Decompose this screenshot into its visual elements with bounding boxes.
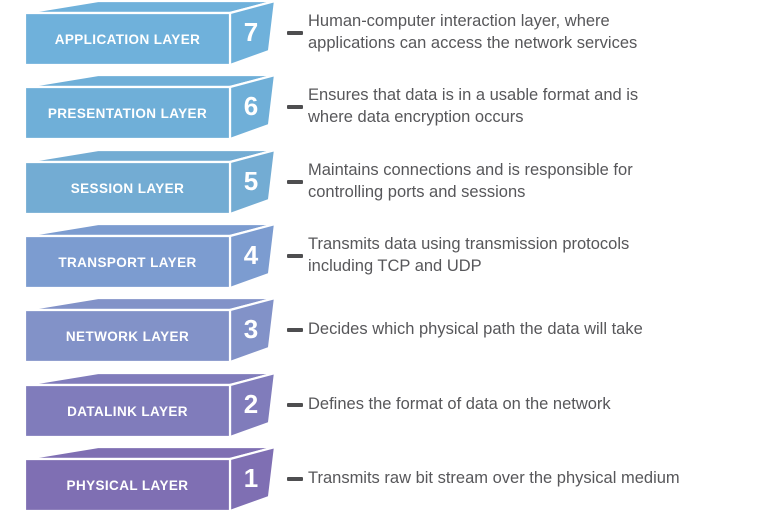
box-front-face: [25, 11, 232, 67]
layer-box-graphic: [25, 224, 277, 290]
layer-row: PRESENTATION LAYER 6 Ensures that data i…: [0, 75, 784, 141]
layer-box-graphic: [25, 298, 277, 364]
layer-number: 5: [243, 165, 259, 196]
layer-number: 7: [243, 16, 259, 47]
layer-number: 6: [243, 90, 259, 121]
layer-row: TRANSPORT LAYER 4 Transmits data using t…: [0, 224, 784, 290]
layer-number: 2: [243, 388, 259, 419]
box-front-face: [25, 160, 232, 216]
layer-label: PRESENTATION LAYER: [47, 105, 208, 121]
layer-row: NETWORK LAYER 3 Decides which physical p…: [0, 298, 784, 364]
layer-description: Transmits data using transmission protoc…: [308, 235, 630, 275]
layer-number: 4: [243, 239, 259, 270]
dash-connector: [287, 105, 303, 109]
box-front-face: [25, 234, 232, 290]
layer-description: Decides which physical path the data wil…: [308, 319, 643, 338]
layer-number: 1: [243, 462, 259, 493]
layer-row: DATALINK LAYER 2 Defines the format of d…: [0, 373, 784, 439]
box-front-face: [25, 308, 232, 364]
layer-box-graphic: [25, 1, 277, 67]
dash-connector: [287, 403, 303, 407]
layer-row: SESSION LAYER 5 Maintains connections an…: [0, 150, 784, 216]
layer-box-graphic: [25, 373, 277, 439]
layer-label: DATALINK LAYER: [67, 403, 188, 419]
layer-box-graphic: [25, 75, 277, 141]
layer-box-graphic: [25, 150, 277, 216]
box-front-face: [25, 85, 232, 141]
layer-label: APPLICATION LAYER: [54, 31, 201, 47]
layer-description: Maintains connections and is responsible…: [308, 161, 633, 201]
dash-connector: [287, 328, 303, 332]
layer-description: Transmits raw bit stream over the physic…: [308, 468, 680, 487]
layer-description: Human-computer interaction layer, where …: [308, 12, 638, 52]
dash-connector: [287, 31, 303, 35]
layer-description: Ensures that data is in a usable format …: [308, 86, 639, 126]
box-front-face: [25, 383, 232, 439]
dash-connector: [287, 477, 303, 481]
layer-number: 3: [243, 313, 259, 344]
layer-label: SESSION LAYER: [70, 180, 185, 196]
layer-label: NETWORK LAYER: [65, 328, 190, 344]
layer-row: APPLICATION LAYER 7 Human-computer inter…: [0, 1, 784, 67]
layer-label: TRANSPORT LAYER: [58, 254, 197, 270]
dash-connector: [287, 254, 303, 258]
layer-description: Defines the format of data on the networ…: [308, 394, 611, 413]
box-front-face: [25, 457, 232, 513]
layer-row: PHYSICAL LAYER 1 Transmits raw bit strea…: [0, 447, 784, 513]
layer-box-graphic: [25, 447, 277, 513]
dash-connector: [287, 180, 303, 184]
layer-label: PHYSICAL LAYER: [66, 477, 189, 493]
